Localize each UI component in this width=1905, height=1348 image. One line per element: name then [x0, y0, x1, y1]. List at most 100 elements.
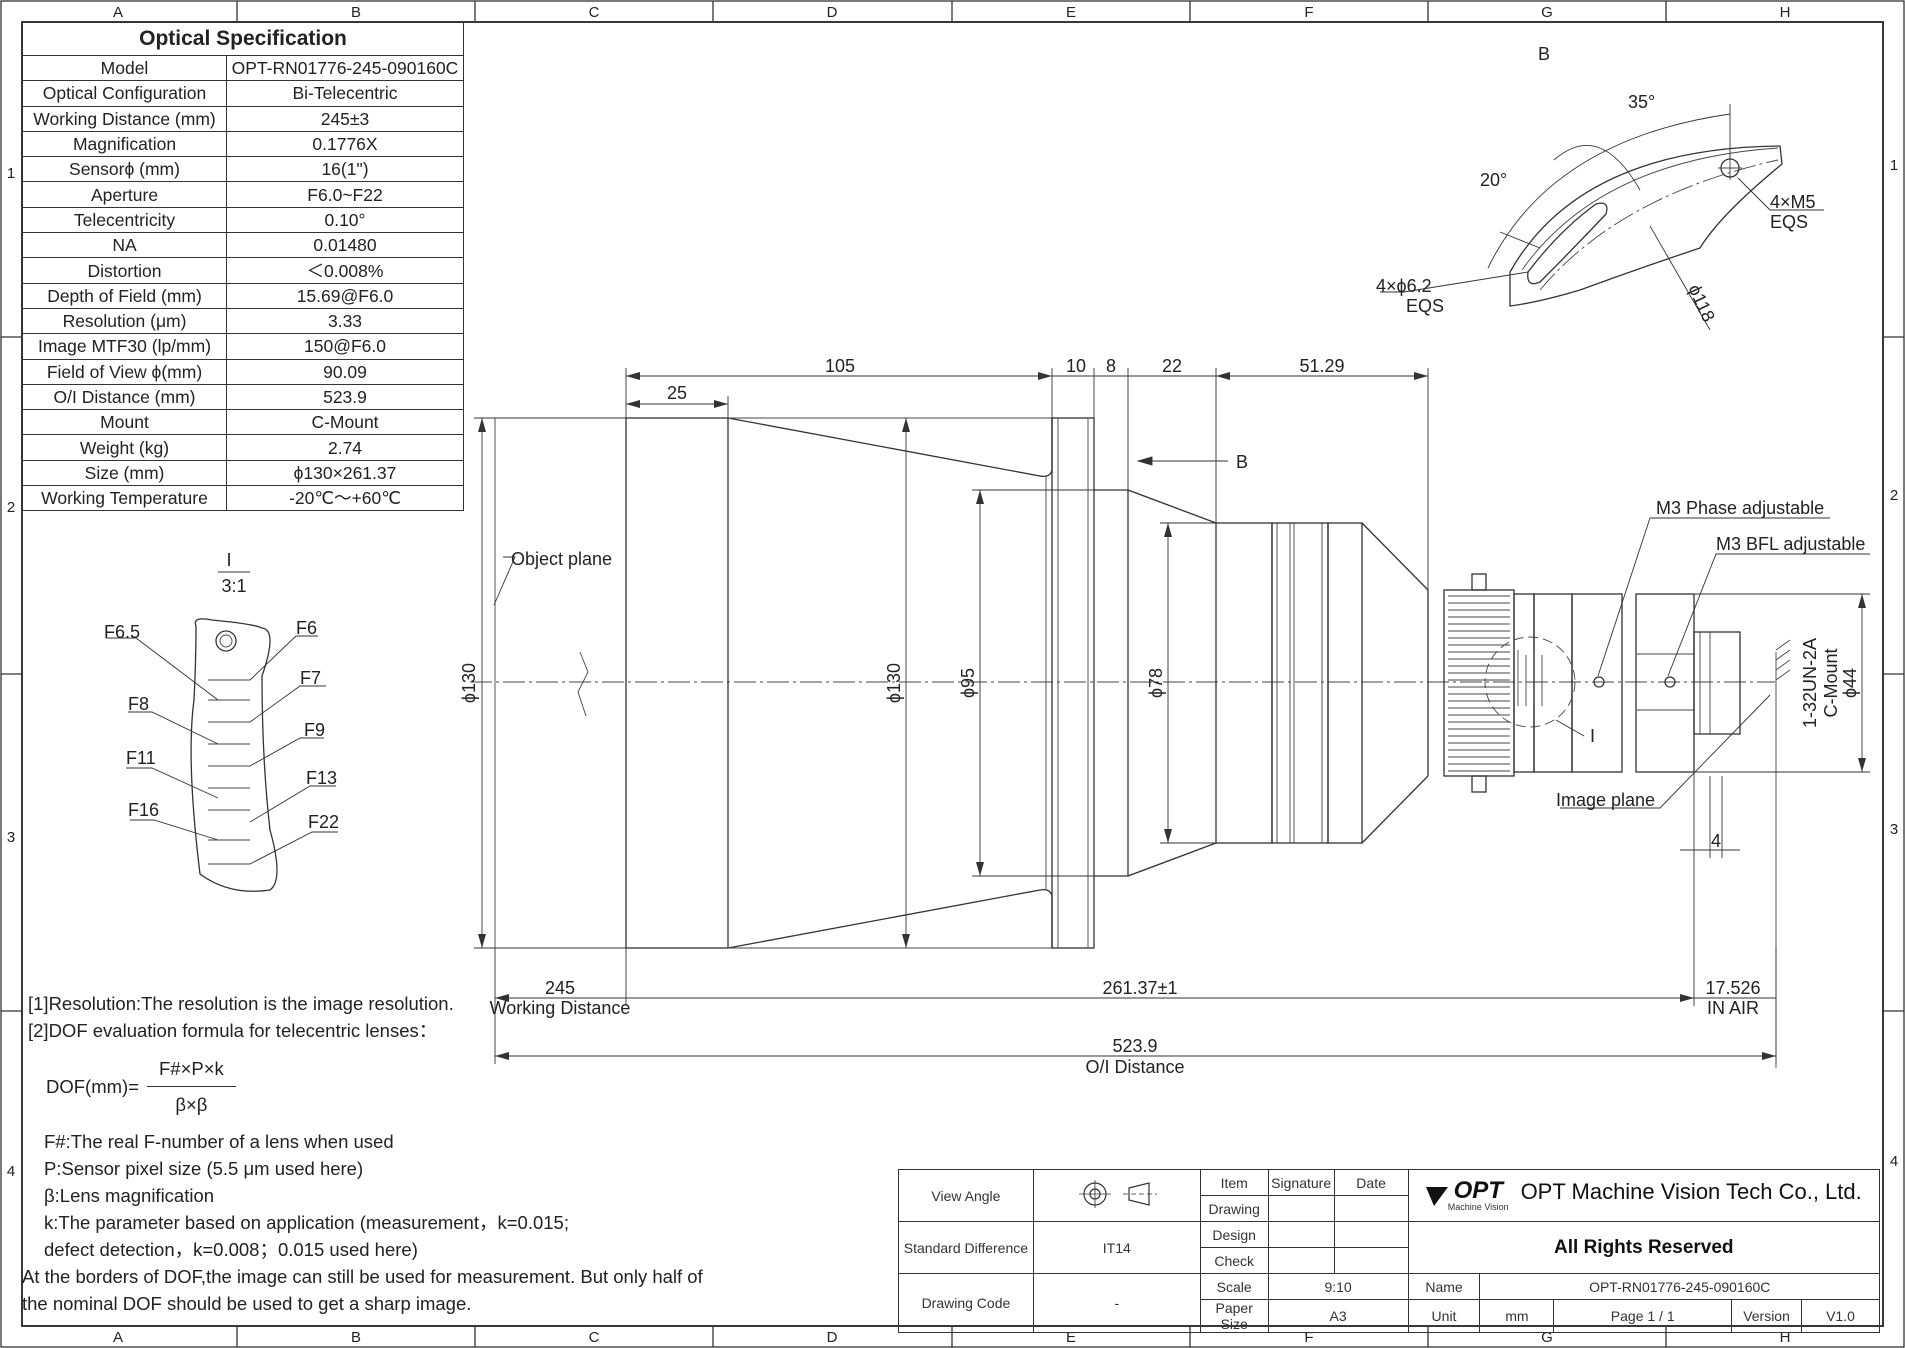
- row-label: 1: [1890, 157, 1898, 174]
- col-label: B: [351, 4, 361, 21]
- bfl-screw: [1664, 676, 1676, 688]
- arrowheads: [478, 372, 1866, 1060]
- aperture-ring: [1443, 589, 1515, 777]
- col-label: D: [827, 4, 838, 21]
- angle-35: 35°: [1628, 92, 1655, 112]
- row-label: 2: [7, 499, 15, 516]
- phase-screw: [1593, 676, 1605, 688]
- note-2: [2]DOF evaluation formula for telecentri…: [28, 1020, 438, 1041]
- stop-f22: F22: [308, 812, 339, 832]
- dim-25: 25: [667, 383, 687, 403]
- zone-labels: A B C D E F G H A B C D E F G H 1 2 3 4 …: [7, 4, 1898, 1346]
- view-b-label: B: [1236, 452, 1248, 472]
- spec-key: Depth of Field (mm): [22, 282, 227, 309]
- dim-523-9: 523.9: [1112, 1036, 1157, 1056]
- page-number: Page 1 / 1: [1553, 1299, 1733, 1333]
- stop-f7: F7: [300, 668, 321, 688]
- spec-value: ＜0.008%: [226, 257, 464, 284]
- col-label: G: [1541, 1329, 1553, 1346]
- spec-value: -20℃～+60℃: [226, 485, 464, 512]
- col-label: C: [589, 1329, 600, 1346]
- logo-triangle-icon: [1425, 1186, 1448, 1206]
- spec-key: Distortion: [22, 257, 227, 284]
- flange-ring: [1051, 417, 1095, 949]
- col-label: A: [113, 4, 123, 21]
- spec-row: Weight (kg)2.74: [22, 434, 464, 461]
- spec-value: 16(1"): [226, 156, 464, 183]
- spec-key: Working Temperature: [22, 485, 227, 512]
- m3-bfl-label: M3 BFL adjustable: [1716, 534, 1865, 554]
- date-header: Date: [1333, 1169, 1409, 1196]
- col-label: F: [1304, 1329, 1313, 1346]
- dim-10: 10: [1066, 356, 1086, 376]
- stop-f16: F16: [128, 800, 159, 820]
- spec-key: Telecentricity: [22, 206, 227, 234]
- spec-value: Bi-Telecentric: [226, 80, 464, 107]
- col-label: E: [1066, 1329, 1076, 1346]
- row-label: 4: [1890, 1153, 1898, 1170]
- slot-hole: [1527, 202, 1608, 285]
- dimension-lines: [474, 368, 1870, 1064]
- formula-numerator: F#×P×k: [147, 1055, 236, 1087]
- stop-f65: F6.5: [104, 622, 140, 642]
- spec-row: Size (mm)ϕ130×261.37: [22, 459, 464, 487]
- stop-f9: F9: [304, 720, 325, 740]
- spec-value: 245±3: [226, 105, 464, 132]
- signature-header: Signature: [1267, 1169, 1335, 1196]
- version-value: V1.0: [1801, 1299, 1880, 1333]
- rear-barrel: [1215, 522, 1273, 844]
- spec-row: Field of View ϕ(mm)90.09: [22, 358, 464, 385]
- spec-row: Working Distance (mm)245±3: [22, 105, 464, 132]
- spec-key: Mount: [22, 409, 227, 436]
- design-label: Design: [1199, 1221, 1269, 1248]
- spec-value: 90.09: [226, 358, 464, 385]
- mount-label: C-Mount: [1821, 648, 1841, 717]
- note-line: P:Sensor pixel size (5.5 μm used here): [44, 1158, 364, 1179]
- drawing-label: Drawing: [1199, 1195, 1269, 1222]
- dim-4: 4: [1711, 831, 1721, 851]
- paper-size-label: Paper Size: [1199, 1299, 1269, 1333]
- detail-b-title: B: [1538, 44, 1550, 64]
- detail-i-title: I: [226, 550, 231, 570]
- spec-title: Optical Specification: [22, 22, 464, 56]
- note-line: β:Lens magnification: [44, 1185, 215, 1206]
- rights-reserved: All Rights Reserved: [1407, 1221, 1881, 1274]
- stop-f6: F6: [296, 618, 317, 638]
- note-line: At the borders of DOF,the image can stil…: [22, 1266, 703, 1287]
- spec-key: Sensorϕ (mm): [22, 156, 227, 183]
- projection-icon: [1078, 1180, 1157, 1208]
- spec-value: 0.01480: [226, 232, 464, 259]
- object-plane-label: Object plane: [511, 549, 612, 569]
- col-label: B: [351, 1329, 361, 1346]
- note-line: F#:The real F-number of a lens when used: [44, 1131, 394, 1152]
- dim-22: 22: [1162, 356, 1182, 376]
- spec-value: F6.0~F22: [226, 181, 464, 208]
- spec-row: Depth of Field (mm)15.69@F6.0: [22, 282, 464, 309]
- logo-subtext: Machine Vision: [1447, 1201, 1509, 1212]
- check-label: Check: [1199, 1247, 1269, 1274]
- note-line: the nominal DOF should be used to get a …: [22, 1293, 472, 1314]
- detail-b-text: B 35° 20° 4×M5 EQS 4×ϕ6.2 EQS ϕ118: [1376, 44, 1816, 325]
- formula-fraction: F#×P×k β×β: [147, 1055, 236, 1118]
- unit-label: Unit: [1407, 1299, 1481, 1333]
- detail-i-view: [106, 571, 338, 892]
- spec-key: O/I Distance (mm): [22, 383, 227, 411]
- spec-key: Model: [22, 54, 227, 82]
- spec-row: Sensorϕ (mm)16(1"): [22, 156, 464, 183]
- dia-95: ϕ95: [958, 668, 978, 698]
- col-label: D: [827, 1329, 838, 1346]
- note-line: k:The parameter based on application (me…: [44, 1212, 569, 1233]
- spec-value: 150@F6.0: [226, 333, 464, 360]
- stop-f11: F11: [126, 748, 156, 768]
- hole-62-eqs: EQS: [1406, 296, 1444, 316]
- version-label: Version: [1731, 1299, 1803, 1333]
